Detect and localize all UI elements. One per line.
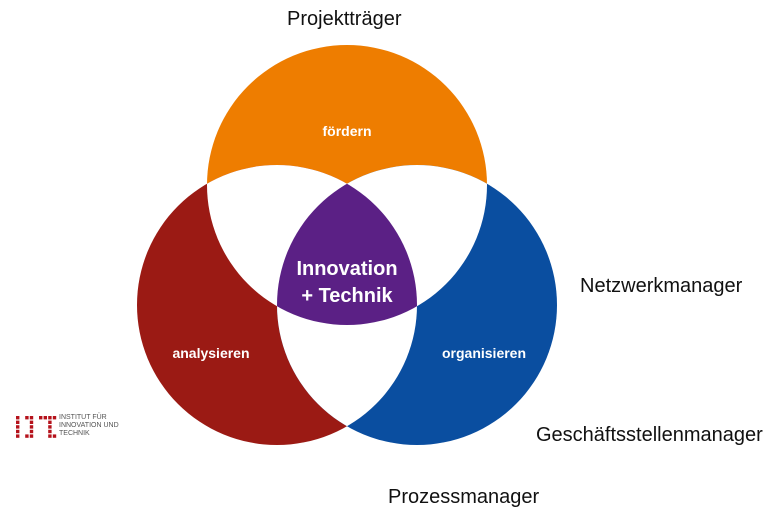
logo-line: INNOVATION UND <box>59 422 119 429</box>
center-intersection <box>277 165 417 325</box>
role-netzwerkmanager: Netzwerkmanager <box>580 275 743 297</box>
role-geschaeftsstellenmanager: Geschäftsstellenmanager <box>536 424 763 446</box>
label-organisieren: organisieren <box>442 345 526 361</box>
center-label-line2: + Technik <box>301 285 393 307</box>
center-label-line1: Innovation <box>296 258 397 280</box>
label-analysieren: analysieren <box>172 345 249 361</box>
logo-line: TECHNIK <box>59 430 90 437</box>
role-prozessmanager: Prozessmanager <box>388 486 540 508</box>
logo-line: INSTITUT FÜR <box>59 414 107 421</box>
logo-text: INSTITUT FÜR INNOVATION UND TECHNIK <box>59 414 129 438</box>
iit-logo-icon <box>16 416 57 438</box>
role-projekttraeger: Projektträger <box>287 8 402 30</box>
label-foerdern: fördern <box>323 123 372 139</box>
